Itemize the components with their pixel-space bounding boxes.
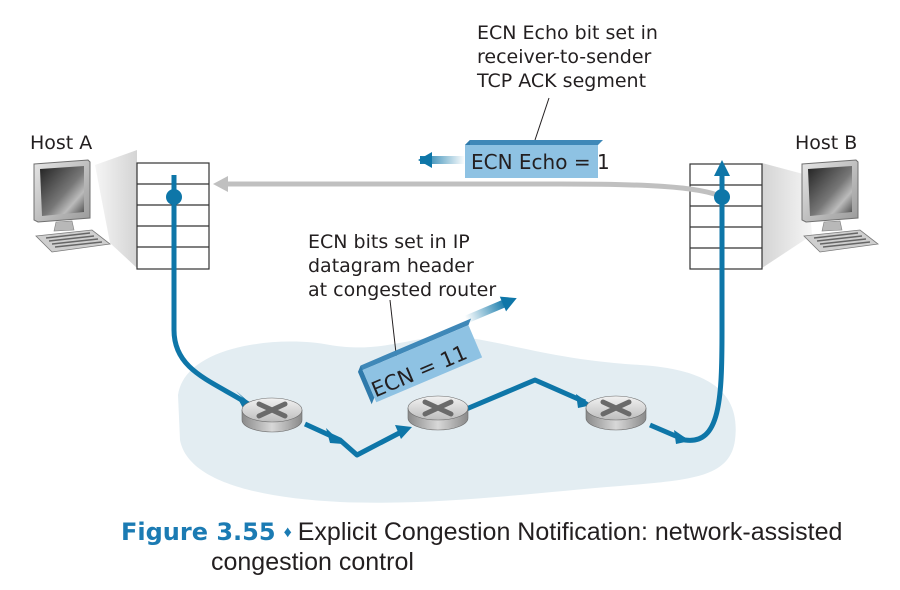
ecn-echo-packet-label: ECN Echo = 1	[471, 150, 610, 174]
ecn-ip-packet	[358, 296, 517, 405]
ecn-echo-annotation: ECN Echo bit set in receiver-to-sender T…	[477, 21, 658, 93]
arrowhead	[395, 425, 412, 439]
router-3-icon	[586, 396, 646, 430]
host-b-buffer-dot	[714, 189, 730, 205]
diamond-icon: ♦	[283, 524, 292, 541]
router-2-icon	[408, 396, 468, 430]
host-b-arrowhead	[714, 160, 730, 176]
caption-title-line1: Explicit Congestion Notification: networ…	[297, 518, 843, 546]
ecn-echo-packet	[418, 140, 603, 178]
host-a-buffer-dot	[166, 189, 182, 205]
annotation-line: ECN Echo bit set in	[477, 22, 658, 44]
arrowhead	[674, 430, 690, 444]
annotation-line: ECN bits set in IP	[308, 231, 470, 253]
annotation-line: receiver-to-sender	[477, 46, 652, 68]
caption-title-line2: congestion control	[211, 548, 414, 576]
host-b-zoom-cone	[762, 163, 812, 268]
annotation-line: datagram header	[308, 255, 474, 277]
data-path	[171, 175, 725, 458]
arrowhead	[326, 428, 343, 444]
host-a-zoom-cone	[95, 150, 137, 268]
ecn-bits-annotation: ECN bits set in IP datagram header at co…	[308, 230, 496, 302]
router-1-icon	[242, 398, 302, 432]
host-b-computer-icon	[801, 159, 879, 253]
ack-return-path	[225, 181, 724, 200]
figure-number: Figure 3.55	[121, 518, 276, 546]
host-b-label: Host B	[795, 132, 858, 154]
host-b-buffer	[689, 163, 763, 270]
host-a-label: Host A	[30, 132, 93, 154]
figure-caption: Figure 3.55 ♦ Explicit Congestion Notifica…	[121, 518, 842, 547]
ecn-echo-callout-line	[534, 97, 550, 141]
annotation-line: at congested router	[308, 279, 497, 301]
annotation-line: TCP ACK segment	[477, 70, 647, 92]
ack-arrowhead	[213, 176, 228, 192]
